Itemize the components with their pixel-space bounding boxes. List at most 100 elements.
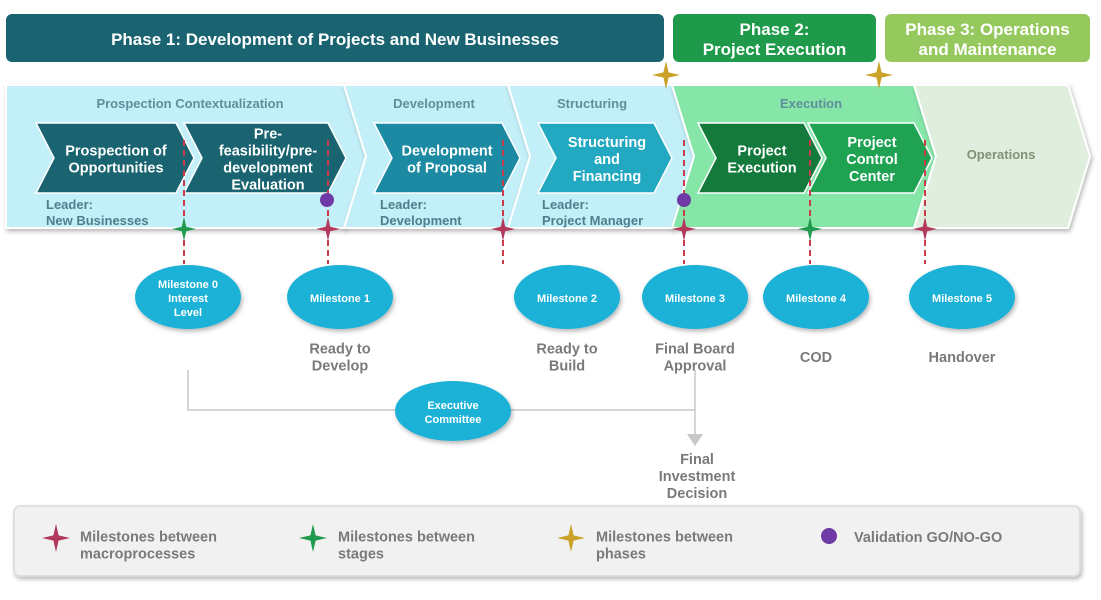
macroprocess-leader-3: Leader:Project Manager [542,197,643,228]
macroprocess-title-3-line: Structuring [557,96,627,111]
stage-label-3-line: Development [401,144,492,160]
stage-label-4-line: and [594,152,620,168]
green-star-icon [299,524,327,552]
macroprocess-title-1: Prospection Contextualization [96,96,283,111]
milestone-title-5: Milestone 5 [932,293,992,305]
milestone-0 [135,265,241,329]
milestone-title-5-line: Milestone 5 [932,293,992,305]
phase-title-2-line: Project Execution [703,40,847,59]
executive-committee [395,381,511,441]
milestone-label-3-line: Final Board [655,342,735,358]
milestone-title-2-line: Milestone 2 [537,293,597,305]
macroprocess-title-3: Structuring [557,96,627,111]
macroprocess-title-4-line: Execution [780,96,842,111]
executive-committee-label-line: Executive [427,400,478,412]
stage-5 [696,122,823,194]
milestone-label-2-line: Ready to [536,342,597,358]
stage-label-4-line: Structuring [568,135,646,151]
legend-label-4-line: Validation GO/NO-GO [854,530,1002,546]
milestone-title-2: Milestone 2 [537,293,597,305]
macroprocess-leader-2-line: Development [380,213,462,228]
legend-label-4: Validation GO/NO-GO [854,530,1002,546]
legend-box [13,505,1081,577]
milestone-1 [287,265,393,329]
macroprocess-leader-2: Leader:Development [380,197,462,228]
stage-label-1-line: Prospection of [65,144,167,160]
final-investment-decision-line: Final [680,452,714,468]
arrow-down-icon [687,434,703,446]
purple-dot-icon [821,528,837,544]
milestone-2 [514,265,620,329]
stage-label-6-line: Project [847,135,896,151]
red-star-icon [42,524,70,552]
milestone-title-0-line: Level [174,307,202,319]
milestone-label-4-line: COD [800,350,832,366]
green-star-icon [172,217,196,241]
phase-title-1: Phase 1: Development of Projects and New… [111,30,559,49]
stage-label-6-line: Center [849,169,895,185]
red-star-icon [316,217,340,241]
milestone-label-1-line: Develop [312,359,369,375]
phase-title-3-line: Phase 3: Operations [905,20,1069,39]
milestone-label-4: COD [800,350,832,366]
macroprocess-title-2: Development [393,96,475,111]
macroprocess-title-1-line: Prospection Contextualization [96,96,283,111]
phase-header-2 [673,14,876,62]
milestone-title-1-line: Milestone 1 [310,293,370,305]
gold-star-icon [557,524,585,552]
stage-label-2-line: Evaluation [231,178,304,194]
macroprocess-leader-1-line: New Businesses [46,213,149,228]
macroprocess-leader-2-line: Leader: [380,197,427,212]
legend-label-2-line: Milestones between [338,530,475,546]
macroprocess-title-4: Execution [780,96,842,111]
milestone-3 [642,265,748,329]
phase-title-3-line: and Maintenance [919,40,1057,59]
gold-star-icon [865,61,893,89]
stage-label-3-line: of Proposal [407,161,487,177]
legend-label-1-line: macroprocesses [80,547,195,563]
stage-label-1-line: Opportunities [68,161,163,177]
phase-header-3 [885,14,1090,62]
milestone-label-2-line: Build [549,359,585,375]
stage-label-2-line: development [223,161,313,177]
stage-label-2-line: feasibility/pre- [219,144,317,160]
stage-label-6-line: Control [846,152,898,168]
milestone-title-4: Milestone 4 [786,293,847,305]
gold-star-icon [652,61,680,89]
legend-label-1-line: Milestones between [80,530,217,546]
purple-dot-icon [677,193,691,207]
stage-label-5-line: Project [737,144,786,160]
legend-label-2-line: stages [338,547,384,563]
milestone-label-5-line: Handover [929,350,996,366]
red-star-icon [913,217,937,241]
phase-title-1-line: Phase 1: Development of Projects and New… [111,30,559,49]
milestone-4 [763,265,869,329]
milestone-label-3-line: Approval [664,359,727,375]
executive-committee-label-line: Committee [425,414,482,426]
stage-1 [34,122,195,194]
final-investment-decision-line: Investment [659,469,736,485]
red-star-icon [491,217,515,241]
red-star-icon [672,217,696,241]
stage-6 [806,122,933,194]
macroprocess-title-2-line: Development [393,96,475,111]
final-investment-decision-line: Decision [667,486,727,502]
macroprocess-5 [912,84,1092,229]
phase-header-1 [6,14,664,62]
milestone-label-5: Handover [929,350,996,366]
